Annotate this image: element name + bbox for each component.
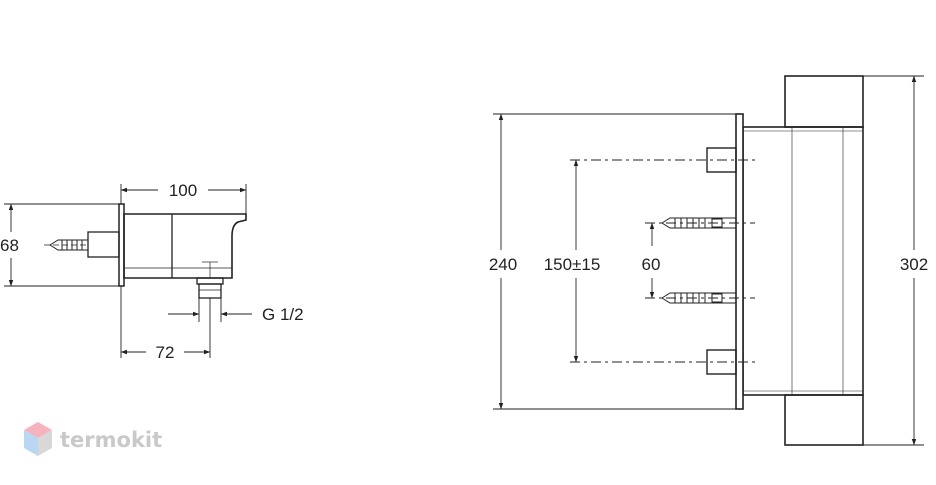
dim-60-label: 60	[642, 255, 661, 274]
side-body	[123, 213, 247, 279]
side-outlet-nut	[196, 277, 224, 285]
front-view-dimensions	[493, 75, 924, 446]
dim-100-label: 100	[169, 181, 197, 200]
front-view	[661, 75, 864, 446]
dim-240-label: 240	[489, 255, 517, 274]
dim-302-label: 302	[900, 255, 928, 274]
front-upper-sleeve	[706, 147, 737, 173]
front-centerlines	[570, 159, 755, 363]
front-bottom-box	[784, 394, 864, 446]
watermark: termokit	[24, 422, 162, 456]
front-top-box	[784, 75, 864, 128]
dim-g12-label: G 1/2	[262, 305, 304, 324]
front-wall-plate	[735, 113, 744, 410]
dim-68-label: 68	[0, 236, 19, 255]
side-outlet-thread	[198, 283, 222, 299]
front-vertical-bar	[742, 126, 864, 396]
side-view-dimensions	[4, 184, 252, 358]
watermark-text: termokit	[60, 428, 162, 452]
side-view	[44, 203, 247, 299]
termokit-logo-icon	[24, 422, 52, 456]
dim-150-label: 150±15	[544, 255, 601, 274]
side-wall-sleeve	[87, 231, 120, 258]
dim-72-label: 72	[156, 343, 175, 362]
front-lower-sleeve	[706, 349, 737, 375]
side-anchor-screw	[44, 239, 89, 251]
